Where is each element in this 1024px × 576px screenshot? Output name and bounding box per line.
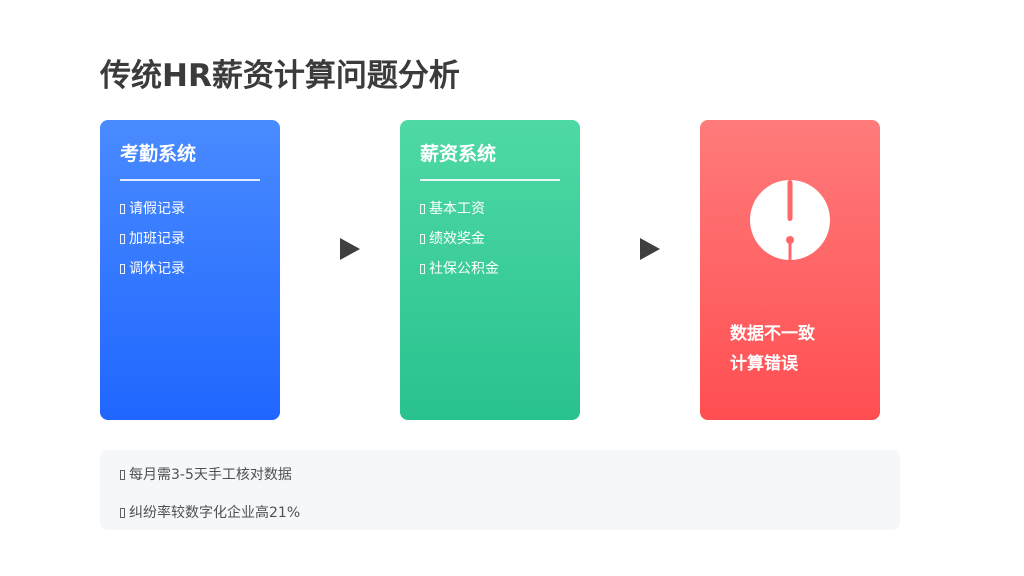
attendance-item: 调休记录 xyxy=(120,254,185,284)
bullet-icon xyxy=(120,508,125,518)
payroll-card-divider xyxy=(420,179,560,181)
attendance-card-divider xyxy=(120,179,260,181)
attendance-item: 请假记录 xyxy=(120,194,185,224)
payroll-item: 基本工资 xyxy=(420,194,499,224)
exclamation-icon xyxy=(750,180,830,260)
note-text: 纠纷率较数字化企业高21% xyxy=(129,505,301,521)
bullet-icon xyxy=(420,234,425,244)
bullet-icon xyxy=(420,204,425,214)
payroll-item: 绩效奖金 xyxy=(420,224,499,254)
payroll-item-label: 绩效奖金 xyxy=(429,231,485,247)
flow-arrow-icon xyxy=(340,238,360,260)
bullet-icon xyxy=(120,234,125,244)
payroll-item-label: 社保公积金 xyxy=(429,261,499,277)
payroll-item-list: 基本工资 绩效奖金 社保公积金 xyxy=(420,194,499,284)
payroll-item: 社保公积金 xyxy=(420,254,499,284)
issue-line-calculation-error: 计算错误 xyxy=(730,354,798,374)
attendance-item-label: 调休记录 xyxy=(129,261,185,277)
bullet-icon xyxy=(120,470,125,480)
note-item: 纠纷率较数字化企业高21% xyxy=(120,498,300,528)
payroll-card-title: 薪资系统 xyxy=(420,143,497,165)
bullet-icon xyxy=(420,264,425,274)
issue-card: 数据不一致 计算错误 xyxy=(700,120,880,420)
attendance-item-list: 请假记录 加班记录 调休记录 xyxy=(120,194,185,284)
flow-arrow-icon xyxy=(640,238,660,260)
payroll-system-card: 薪资系统 基本工资 绩效奖金 社保公积金 xyxy=(400,120,580,420)
attendance-card-title: 考勤系统 xyxy=(120,143,197,165)
issue-text: 数据不一致 计算错误 xyxy=(730,319,815,379)
bullet-icon xyxy=(120,204,125,214)
attendance-item-label: 请假记录 xyxy=(129,201,185,217)
bullet-icon xyxy=(120,264,125,274)
page-title: 传统HR薪资计算问题分析 xyxy=(100,58,460,94)
note-item: 每月需3-5天手工核对数据 xyxy=(120,460,300,490)
issue-line-data-inconsistent: 数据不一致 xyxy=(730,324,815,344)
attendance-item-label: 加班记录 xyxy=(129,231,185,247)
note-text: 每月需3-5天手工核对数据 xyxy=(129,467,292,483)
attendance-system-card: 考勤系统 请假记录 加班记录 调休记录 xyxy=(100,120,280,420)
payroll-item-label: 基本工资 xyxy=(429,201,485,217)
notes-list: 每月需3-5天手工核对数据 纠纷率较数字化企业高21% xyxy=(120,460,300,536)
attendance-item: 加班记录 xyxy=(120,224,185,254)
notes-panel: 每月需3-5天手工核对数据 纠纷率较数字化企业高21% xyxy=(100,450,900,530)
